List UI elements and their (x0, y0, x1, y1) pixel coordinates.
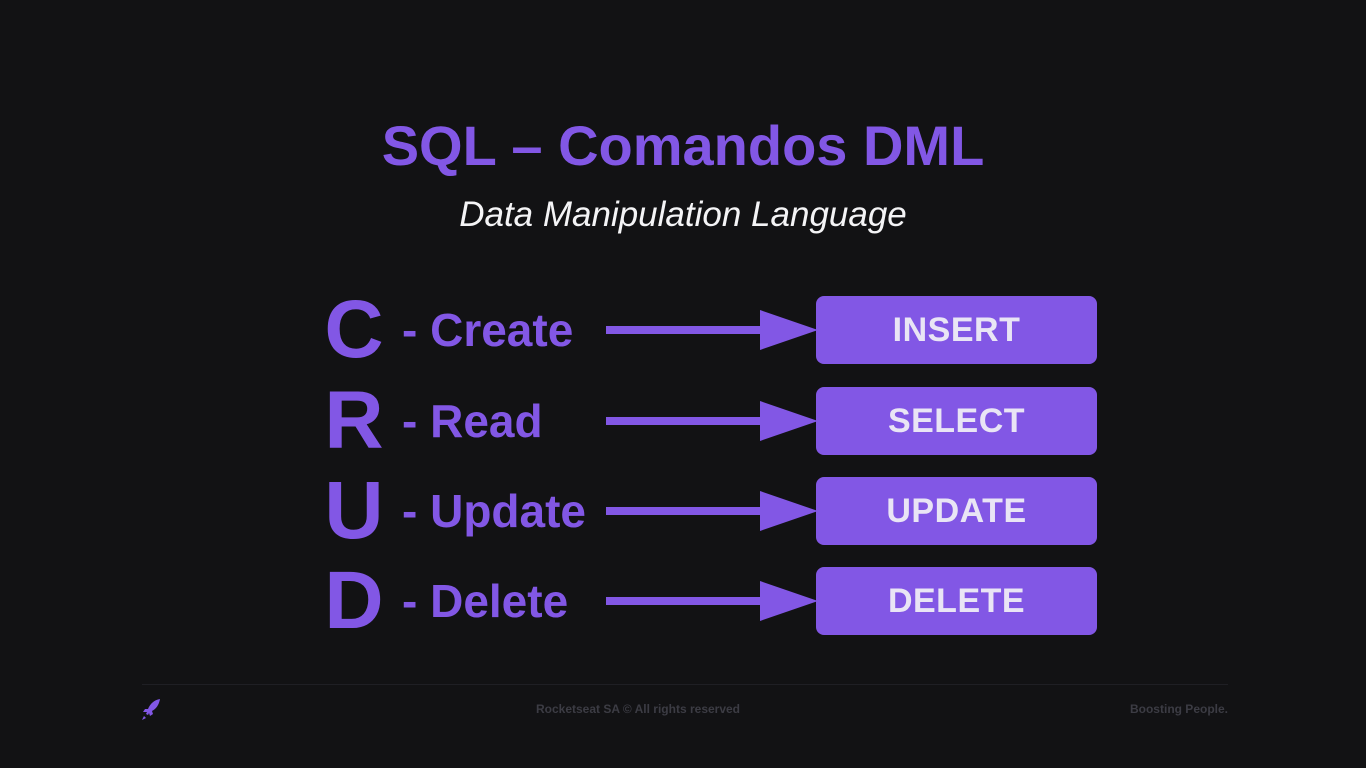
crud-letter: D (324, 555, 384, 646)
crud-row-delete: D - Delete DELETE (0, 555, 1366, 646)
crud-word: - Create (402, 304, 574, 356)
crud-letter: C (324, 284, 384, 375)
arrow-right-icon (606, 491, 818, 531)
crud-row-update: U - Update UPDATE (0, 465, 1366, 556)
arrow-right-icon (606, 401, 818, 441)
slide-subtitle: Data Manipulation Language (459, 195, 907, 234)
crud-letter: U (324, 465, 384, 556)
arrow-right-icon (606, 310, 818, 350)
rocket-icon (142, 699, 160, 720)
command-box-delete: DELETE (816, 567, 1097, 635)
command-box-select: SELECT (816, 387, 1097, 455)
command-box-update: UPDATE (816, 477, 1097, 545)
crud-word: - Delete (402, 575, 569, 627)
arrow-right-icon (606, 581, 818, 621)
crud-row-create: C - Create INSERT (0, 284, 1366, 375)
crud-row-read: R - Read SELECT (0, 375, 1366, 466)
crud-word: - Read (402, 395, 543, 447)
crud-word: - Update (402, 485, 586, 537)
footer-tagline: Boosting People. (1129, 702, 1228, 716)
footer-copyright: Rocketseat SA © All rights reserved (535, 702, 741, 716)
footer-divider (142, 684, 1228, 685)
slide-title: SQL – Comandos DML (381, 114, 985, 177)
command-box-insert: INSERT (816, 296, 1097, 364)
crud-letter: R (324, 375, 384, 466)
